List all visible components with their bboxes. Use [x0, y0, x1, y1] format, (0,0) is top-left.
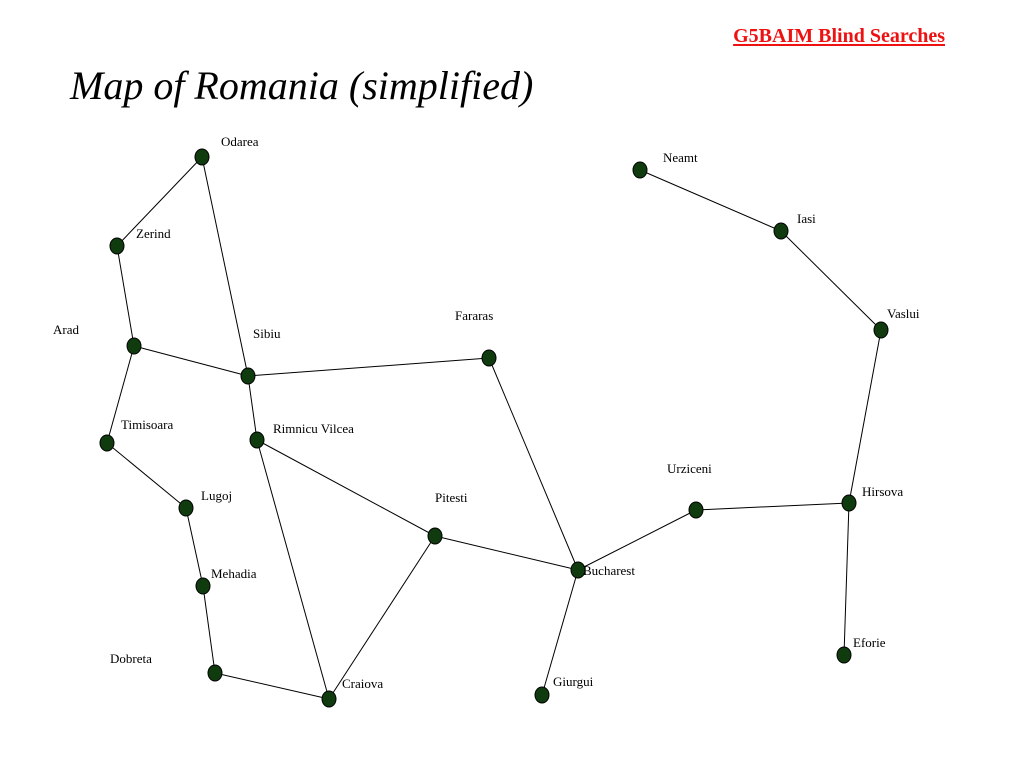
road-pitesti-bucharest: [434, 535, 579, 571]
road-sibiu-fararas: [247, 357, 490, 377]
city-label-odarea: Odarea: [221, 134, 259, 149]
city-label-urziceni: Urziceni: [667, 461, 712, 476]
city-node-timisoara[interactable]: [99, 434, 115, 452]
road-hirsova-eforie: [843, 502, 850, 656]
city-node-pitesti[interactable]: [427, 527, 443, 545]
city-node-hirsova[interactable]: [841, 494, 857, 512]
city-label-rimnicu-vilcea: Rimnicu Vilcea: [273, 421, 354, 436]
city-node-mehadia[interactable]: [195, 577, 211, 595]
city-node-vaslui[interactable]: [873, 321, 889, 339]
city-node-iasi[interactable]: [773, 222, 789, 240]
city-label-zerind: Zerind: [136, 226, 171, 241]
city-node-bucharest[interactable]: [570, 561, 586, 579]
city-label-pitesti: Pitesti: [435, 490, 468, 505]
city-label-iasi: Iasi: [797, 211, 816, 226]
road-sibiu-rimnicu-vilcea: [247, 375, 258, 441]
road-dobreta-craiova: [214, 672, 330, 700]
city-label-neamt: Neamt: [663, 150, 698, 165]
city-label-bucharest: Bucharest: [583, 563, 635, 578]
road-vaslui-iasi: [780, 230, 882, 331]
city-node-craiova[interactable]: [321, 690, 337, 708]
city-label-eforie: Eforie: [853, 635, 886, 650]
road-timisoara-lugoj: [106, 442, 187, 509]
city-label-sibiu: Sibiu: [253, 326, 281, 341]
page-title: Map of Romania (simplified): [70, 63, 534, 108]
city-label-dobreta: Dobreta: [110, 651, 152, 666]
city-label-giurgui: Giurgui: [553, 674, 594, 689]
road-arad-timisoara: [106, 345, 135, 444]
city-node-arad[interactable]: [126, 337, 142, 355]
city-label-hirsova: Hirsova: [862, 484, 903, 499]
city-label-fararas: Fararas: [455, 308, 493, 323]
road-rimnicu-vilcea-pitesti: [256, 439, 436, 537]
city-label-arad: Arad: [53, 322, 79, 337]
city-layer: [99, 148, 889, 708]
road-craiova-pitesti: [328, 535, 436, 700]
road-layer: [106, 156, 882, 700]
city-node-eforie[interactable]: [836, 646, 852, 664]
road-rimnicu-vilcea-craiova: [256, 439, 330, 700]
road-urziceni-hirsova: [695, 502, 850, 511]
city-label-craiova: Craiova: [342, 676, 383, 691]
road-arad-sibiu: [133, 345, 249, 377]
city-node-sibiu[interactable]: [240, 367, 256, 385]
city-node-lugoj[interactable]: [178, 499, 194, 517]
road-iasi-neamt: [639, 169, 782, 232]
city-node-rimnicu-vilcea[interactable]: [249, 431, 265, 449]
road-odarea-sibiu: [201, 156, 249, 377]
city-label-timisoara: Timisoara: [121, 417, 173, 432]
city-node-odarea[interactable]: [194, 148, 210, 166]
city-label-vaslui: Vaslui: [887, 306, 920, 321]
road-mehadia-dobreta: [202, 585, 216, 674]
road-hirsova-vaslui: [848, 329, 882, 504]
city-node-dobreta[interactable]: [207, 664, 223, 682]
brand-link[interactable]: G5BAIM Blind Searches: [733, 25, 945, 47]
road-lugoj-mehadia: [185, 507, 204, 587]
city-node-fararas[interactable]: [481, 349, 497, 367]
city-label-mehadia: Mehadia: [211, 566, 257, 581]
road-fararas-bucharest: [488, 357, 579, 571]
city-node-neamt[interactable]: [632, 161, 648, 179]
city-label-lugoj: Lugoj: [201, 488, 232, 503]
road-bucharest-urziceni: [577, 509, 697, 571]
city-node-zerind[interactable]: [109, 237, 125, 255]
city-node-giurgui[interactable]: [534, 686, 550, 704]
city-node-urziceni[interactable]: [688, 501, 704, 519]
road-odarea-zerind: [116, 156, 203, 247]
road-bucharest-giurgui: [541, 569, 579, 696]
road-zerind-arad: [116, 245, 135, 347]
